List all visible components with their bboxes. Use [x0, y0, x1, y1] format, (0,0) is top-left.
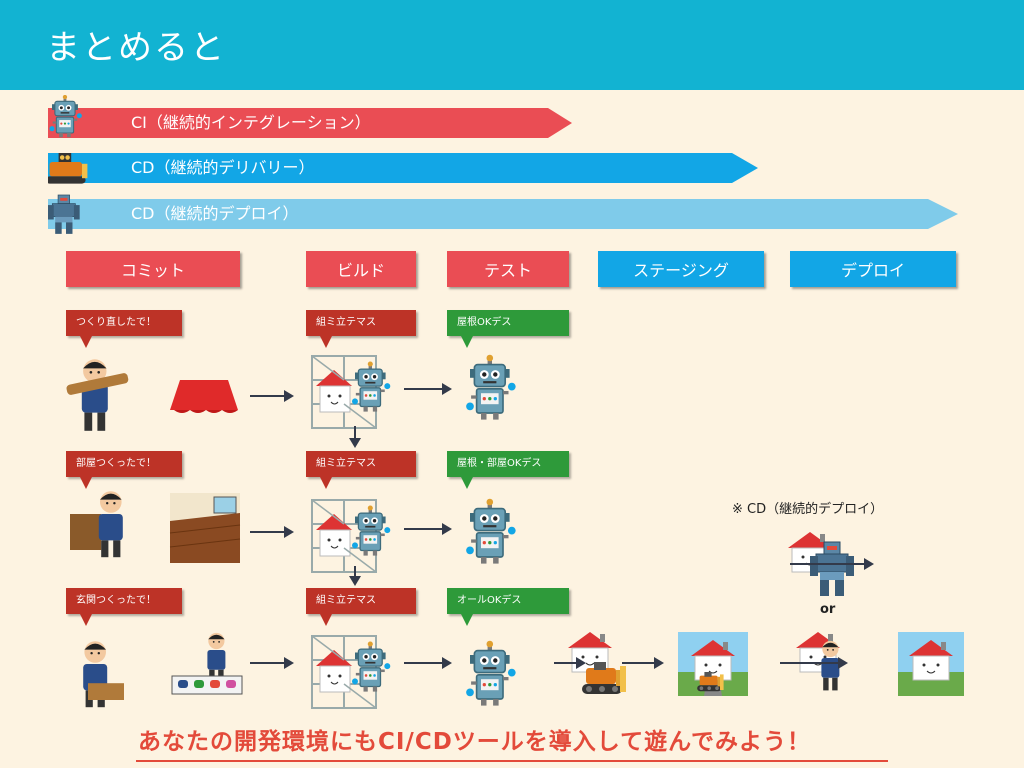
arrow-test-to-staging	[554, 662, 578, 664]
banner-ci: CI（継続的インテグレーション）	[131, 108, 551, 138]
arrow-build-to-test-2	[404, 528, 444, 530]
test-bubble-1: 屋根OKデス	[447, 310, 569, 336]
or-label: or	[820, 602, 835, 617]
arrow-cd-deploy	[790, 563, 866, 565]
arrow-build-to-test-1	[404, 388, 444, 390]
carpenter-illustration-3	[83, 641, 124, 707]
banner-cd-deploy-label: CD（継続的デプロイ）	[131, 199, 299, 229]
roof-illustration	[170, 380, 238, 413]
stage-deploy: デプロイ	[790, 251, 956, 287]
arrow-staging-to-result	[622, 662, 656, 664]
staging-result-scene	[678, 632, 748, 696]
stage-commit: コミット	[66, 251, 240, 287]
stage-staging: ステージング	[598, 251, 764, 287]
page-title: まとめると	[46, 20, 226, 69]
arrow-commit-to-build-3	[250, 662, 286, 664]
banner-cd-delivery: CD（継続的デリバリー）	[131, 153, 551, 183]
carpenter-illustration-1	[66, 359, 129, 431]
tester-robot-1	[466, 355, 516, 420]
pipeline-illustrations	[60, 350, 1020, 720]
stage-test: テスト	[447, 251, 569, 287]
room-floor-illustration	[170, 493, 240, 563]
tester-robot-2	[466, 499, 516, 564]
commit-bubble-1: つくり直したで！	[66, 310, 182, 336]
carpenter-illustration-2	[70, 491, 123, 557]
cd-deploy-note: ※ CD（継続的デプロイ）	[732, 498, 883, 517]
arrow-build-to-test-3	[404, 662, 444, 664]
arrow-deploy-to-result	[780, 662, 840, 664]
entrance-worker-illustration	[172, 633, 242, 694]
arrow-commit-to-build-2	[250, 531, 286, 533]
tester-robot-3	[466, 641, 516, 706]
build-bubble-1: 組ミ立テマス	[306, 310, 416, 336]
banner-cd-delivery-label: CD（継続的デリバリー）	[131, 153, 315, 183]
arrow-build-down-2	[354, 566, 356, 578]
banner-cd-deploy: CD（継続的デプロイ）	[131, 199, 551, 229]
banner-ci-label: CI（継続的インテグレーション）	[131, 108, 371, 138]
stage-build: ビルド	[306, 251, 416, 287]
deploy-result-scene	[898, 632, 964, 696]
footer-underline	[136, 760, 888, 762]
arrow-commit-to-build-1	[250, 395, 286, 397]
footer-message: あなたの開発環境にもCI/CDツールを導入して遊んでみよう！	[138, 722, 811, 756]
arrow-build-down-1	[354, 426, 356, 440]
